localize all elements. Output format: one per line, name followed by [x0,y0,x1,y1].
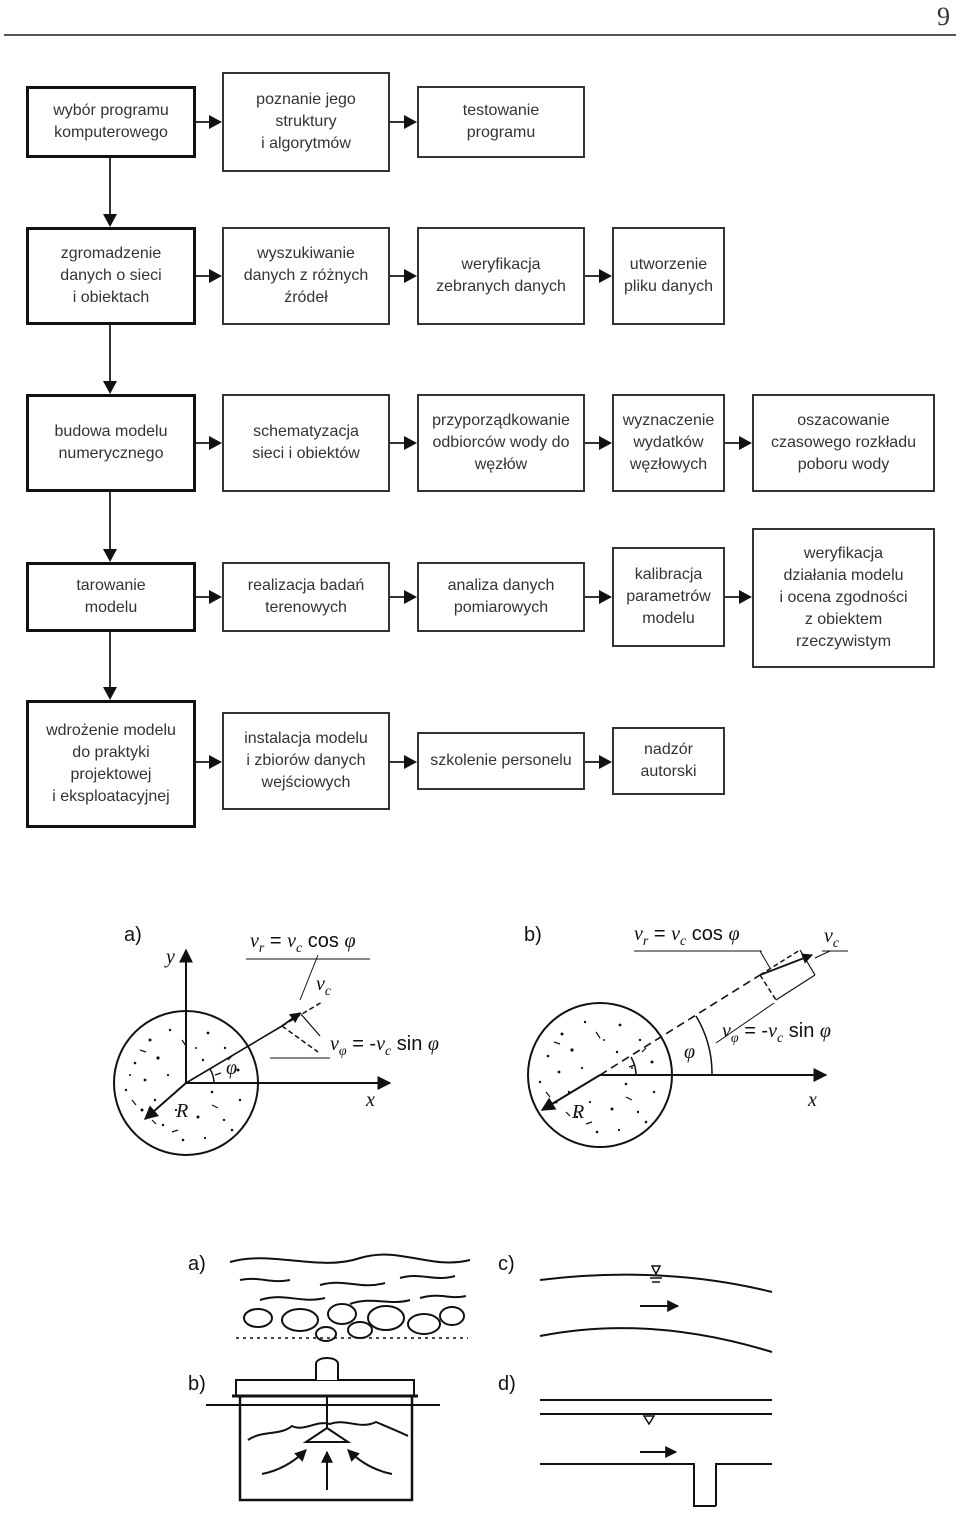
vector-figure-a: a) y x R φ [113,924,439,1156]
flow-box-r2-c2: wyszukiwanie danych z różnych źródeł [222,227,390,325]
vr-leader-b [759,950,771,969]
vphi-leader-b [715,1002,775,1044]
radial-line-a [185,1025,283,1084]
vc-label-a: vc [316,973,332,999]
flow-box-r5-c3: szkolenie personelu [417,732,585,790]
flow-box-r1-c3: testowanie programu [417,86,585,158]
projection-b-1 [799,949,816,976]
basin-walls-b [238,1396,414,1502]
channel-figure-d: d) [498,1373,772,1507]
channel-figure-b: b) [188,1357,440,1502]
channel-figure-a: a) [188,1253,471,1342]
axis-x-label-a: x [365,1089,375,1111]
vc-label-b: vc [824,925,840,951]
header-rule [4,34,956,36]
flow-box-r3-c3: przyporządkowanie odbiorców wody do węzł… [417,394,585,492]
flow-box-r5-c2: instalacja modelu i zbiorów danych wejśc… [222,712,390,810]
radius-label-a: R [175,1100,188,1122]
vc-leader-b [814,950,831,959]
conduit-bed-d [540,1463,716,1507]
flow-box-r5-c1: wdrożenie modelu do praktyki projektowej… [26,700,196,828]
flow-box-r3-c5: oszacowanie czasowego rozkładu poboru wo… [752,394,935,492]
vphi-component-b [759,974,777,1001]
flow-box-r4-c2: realizacja badań terenowych [222,562,390,632]
axis-x-label-b: x [807,1089,817,1111]
flow-horizontal-arrows [196,115,752,769]
water-level-c [650,1265,662,1283]
vector-figure-b: b) x R φ [524,923,848,1148]
radial-line-b [599,974,761,1076]
conduit-bed-d2 [715,1463,772,1506]
channel-b-label: b) [188,1373,206,1395]
basin-vent-b [315,1357,339,1380]
projection-b-2 [775,974,816,1001]
flow-box-r4-c1: tarowanie modelu [26,562,196,632]
flow-box-r1-c2: poznanie jego struktury i algorytmów [222,72,390,172]
phi-label-a: φ [226,1057,237,1079]
vr-equation-b: vr = vc cos φ [634,923,740,949]
channel-figure-c: c) [498,1253,773,1353]
flow-box-r1-c1: wybór programu komputerowego [26,86,196,158]
channel-c-label: c) [498,1253,515,1275]
circle-a-grain [124,1028,242,1142]
flow-box-r4-c4: kalibracja parametrów modelu [612,547,725,647]
circle-b-dashes [545,1031,647,1125]
axis-y-label-a: y [164,946,175,968]
flow-box-r5-c4: nadzór autorski [612,727,725,795]
page-number: 9 [937,2,950,31]
flow-box-r3-c1: budowa modelu numerycznego [26,394,196,492]
basin-cover-b [235,1379,415,1397]
channel-a-surface [229,1253,471,1264]
flow-vertical-arrowheads [103,214,117,700]
fig-b-label: b) [524,924,542,946]
vc-arrow-b [759,953,814,976]
inflow-arrows-b [261,1449,393,1490]
channel-a-stones [243,1303,465,1342]
vr-leader-a [299,954,319,1001]
circle-b-grain [538,1020,656,1134]
projection-a [299,1012,321,1037]
phi-label-b: φ [684,1041,695,1063]
flow-box-r2-c1: zgromadzenie danych o sieci i obiektach [26,227,196,325]
phi-arc-b-outer [695,1015,713,1076]
flow-box-r3-c4: wyznaczenie wydatków węzłowych [612,394,725,492]
radius-arrow-b [540,1074,601,1111]
channel-a-flowlines [239,1275,467,1305]
radius-arrow-a [143,1082,187,1120]
channel-c-surface [539,1273,773,1293]
flow-box-r2-c3: weryfikacja zebranych danych [417,227,585,325]
vphi-equation-b: vφ = -vc sin φ [722,1020,831,1046]
flow-box-r2-c4: utworzenie pliku danych [612,227,725,325]
vr-equation-a: vr = vc cos φ [250,930,356,956]
fig-a-label: a) [124,924,142,946]
channel-c-bed [539,1327,773,1353]
channel-d-label: d) [498,1373,516,1395]
flow-box-r4-c5: weryfikacja działania modelu i ocena zgo… [752,528,935,668]
phi-arc-b [630,1056,637,1076]
phi-arc-a [209,1068,215,1084]
intake-cone-b [302,1426,352,1443]
flow-box-r4-c3: analiza danych pomiarowych [417,562,585,632]
sediment-b [247,1420,409,1441]
channel-a-label: a) [188,1253,206,1275]
vphi-equation-a: vφ = -vc sin φ [330,1033,439,1059]
radius-label-b: R [571,1101,584,1123]
water-level-d [642,1415,656,1426]
flow-box-r3-c2: schematyzacja sieci i obiektów [222,394,390,492]
vphi-component-a [281,1025,319,1053]
